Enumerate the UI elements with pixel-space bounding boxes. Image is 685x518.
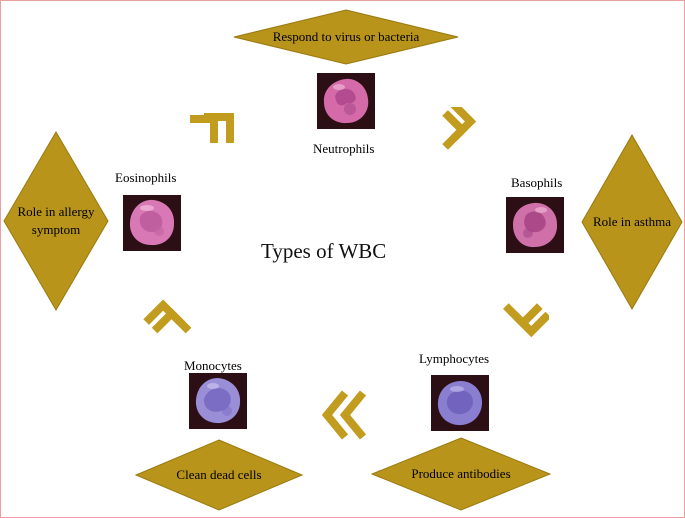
role-text-neutrophils: Respond to virus or bacteria — [272, 29, 420, 45]
role-text-eosinophils-line2: symptom — [31, 222, 81, 237]
basophil-image — [506, 197, 564, 253]
chevron-arrow-icon — [321, 390, 367, 440]
lymphocytes-label: Lymphocytes — [419, 351, 490, 366]
eosinophils-label: Eosinophils — [115, 170, 177, 185]
neutrophil-image — [317, 73, 375, 129]
chevron-arrow-icon — [503, 303, 549, 338]
role-text-lymphocytes: Produce antibodies — [411, 466, 511, 482]
chevron-arrow-icon — [190, 113, 234, 143]
diagram-title: Types of WBC — [261, 239, 387, 263]
role-text-eosinophils-line1: Role in allergy — [17, 204, 95, 220]
eosinophil-image — [123, 195, 181, 251]
role-diamond-lymphocytes: Produce antibodies — [371, 437, 551, 511]
neutrophils-label: Neutrophils — [313, 141, 375, 156]
role-diamond-basophils: Role in asthma — [581, 134, 683, 310]
diamond-shape — [371, 437, 551, 511]
diamond-shape — [3, 131, 109, 311]
basophils-label: Basophils — [511, 175, 563, 190]
monocyte-image — [189, 373, 247, 429]
lymphocyte-image — [431, 375, 489, 431]
chevron-arrow-icon — [143, 299, 192, 334]
role-diamond-eosinophils: Role in allergy symptom — [3, 131, 109, 311]
diamond-shape — [233, 9, 459, 65]
role-diamond-monocytes: Clean dead cells — [135, 439, 303, 511]
diamond-shape — [581, 134, 683, 310]
role-text-monocytes: Clean dead cells — [176, 467, 262, 483]
chevron-arrow-icon — [442, 107, 477, 150]
monocytes-label: Monocytes — [184, 358, 242, 373]
role-text-basophils: Role in asthma — [593, 214, 671, 230]
role-diamond-neutrophils: Respond to virus or bacteria — [233, 9, 459, 65]
diamond-shape — [135, 439, 303, 511]
